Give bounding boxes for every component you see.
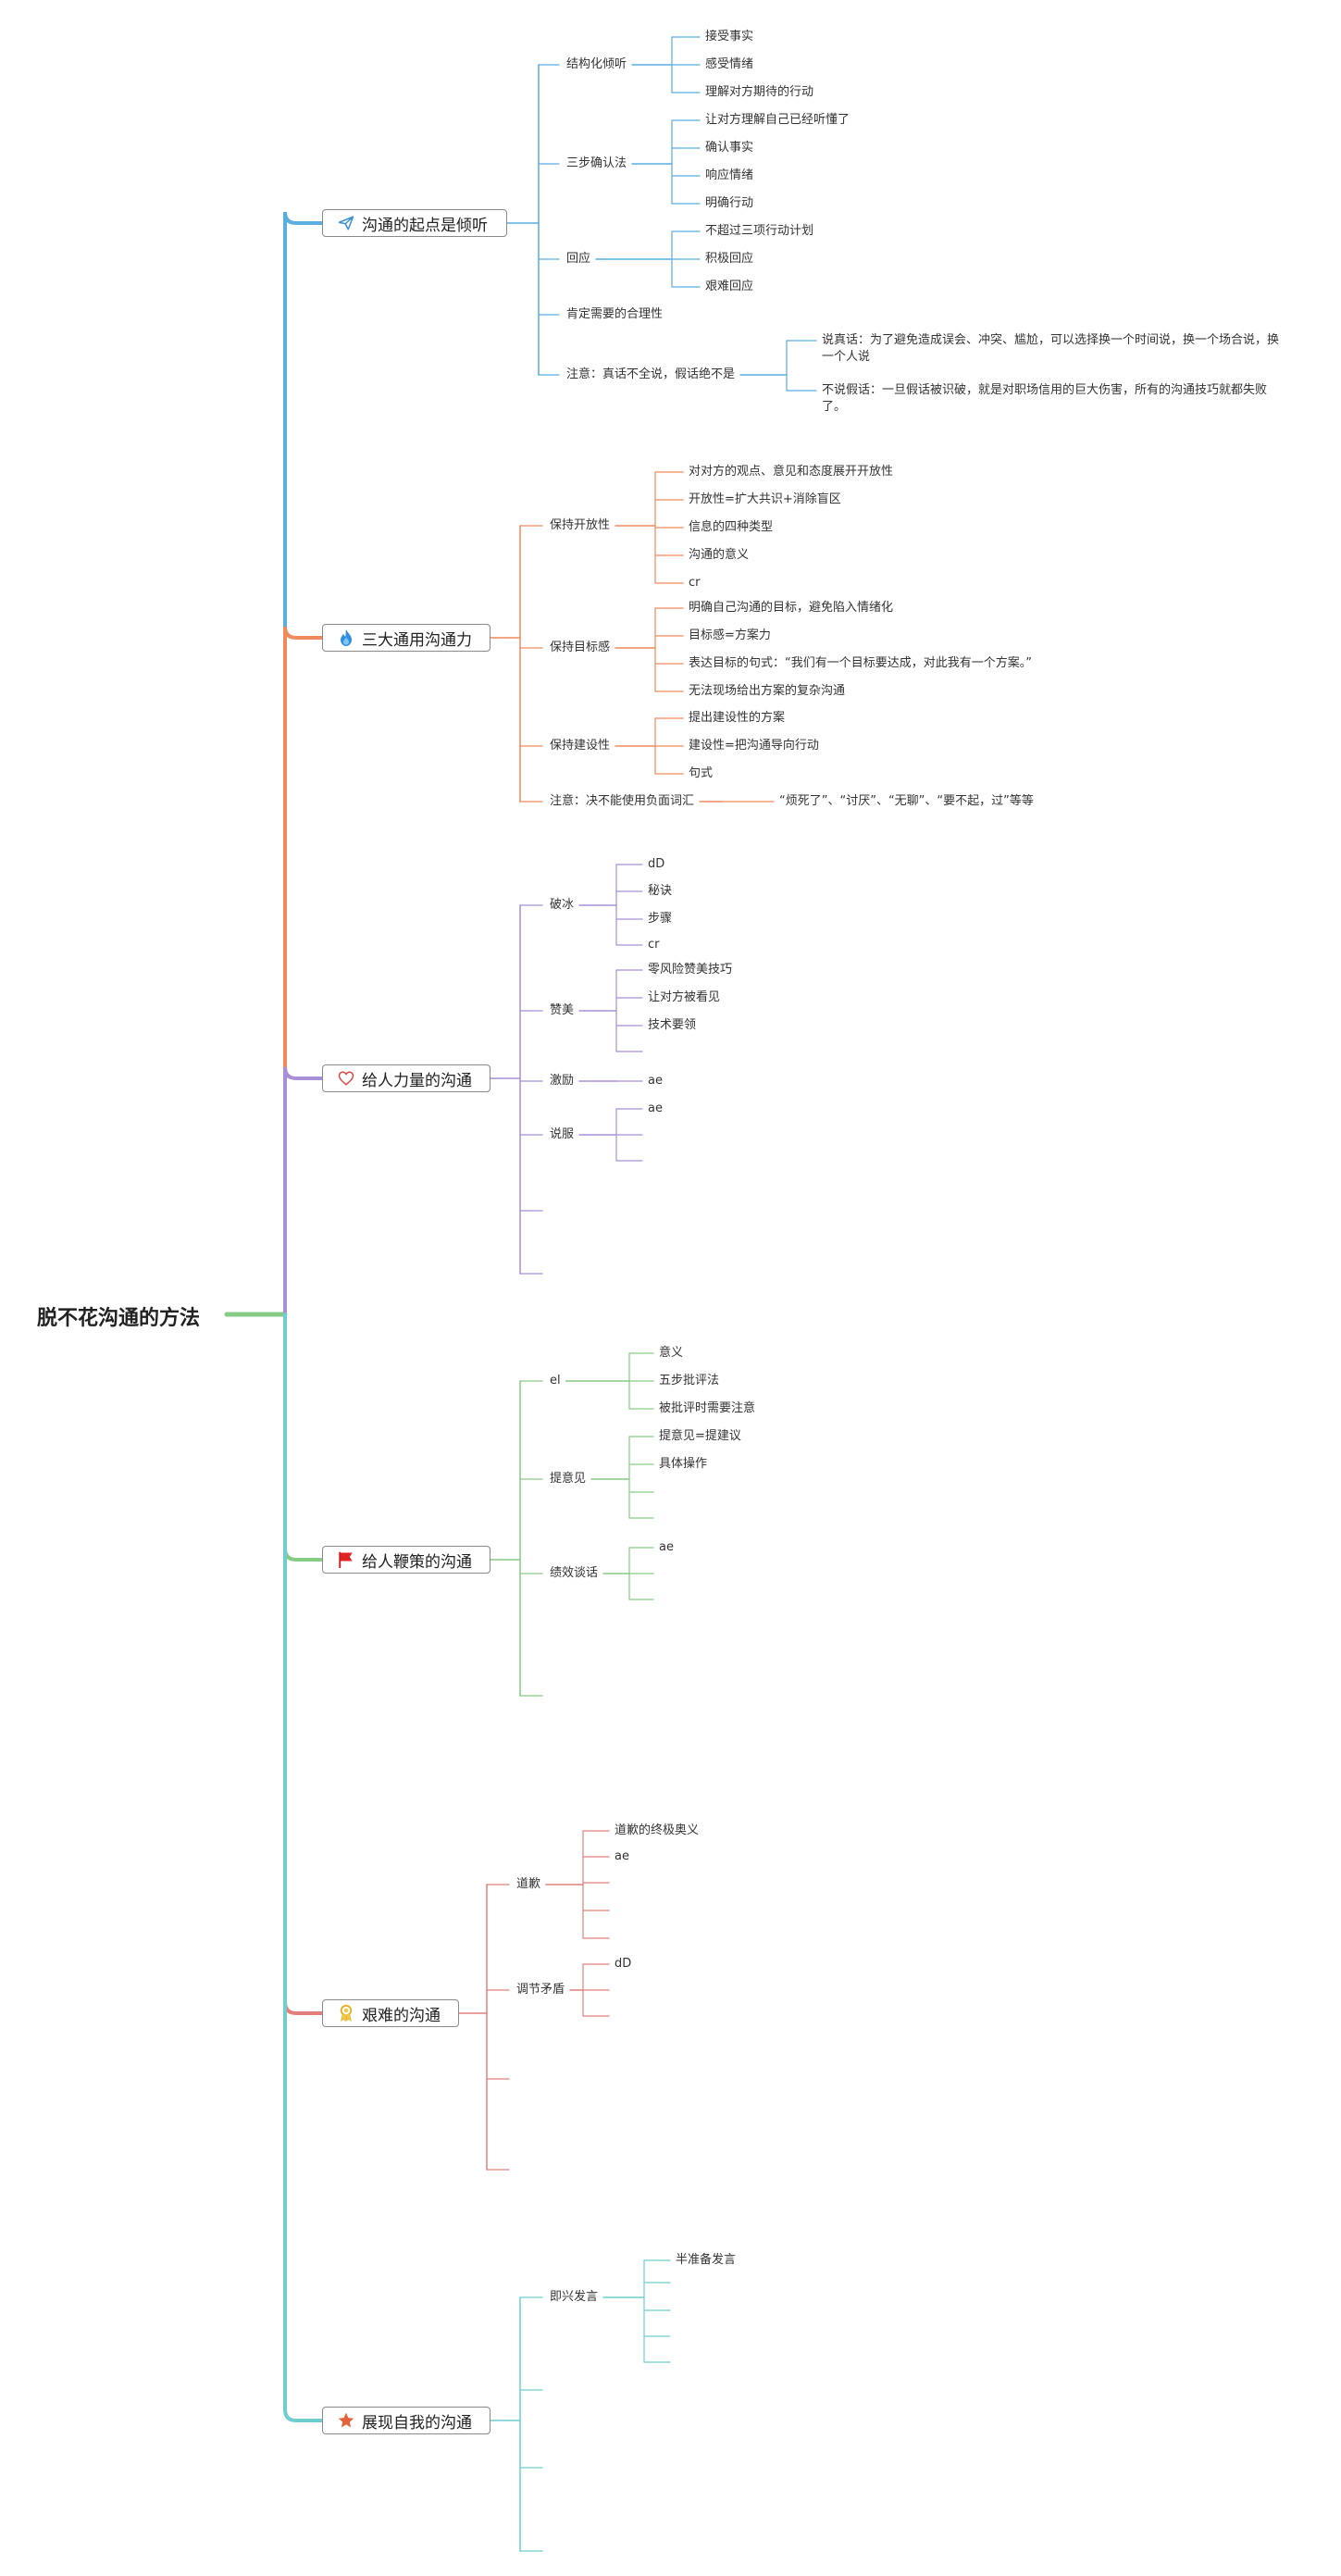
subtopic[interactable]: 激励 (550, 1074, 575, 1088)
subtopic[interactable]: 赞美 (550, 1003, 575, 1017)
leaf-topic[interactable]: 步骤 (648, 912, 673, 926)
connector-line (283, 211, 324, 1316)
leaf-topic[interactable]: “烦死了”、“讨厌”、“无聊”、“要不起，过”等等 (779, 794, 1034, 808)
main-topic-4[interactable]: 给人鞭策的沟通 (322, 1546, 490, 1574)
connector-line (283, 1313, 324, 2015)
connector-line (283, 1066, 324, 1316)
subtopic[interactable]: 绩效谈话 (550, 1566, 599, 1580)
subtopic[interactable]: el (550, 1374, 561, 1388)
subtopic[interactable]: 即兴发言 (550, 2290, 599, 2304)
leaf-topic[interactable]: ae (648, 1101, 663, 1115)
leaf-topic[interactable]: 接受事实 (705, 30, 754, 44)
main-topic-label: 给人鞭策的沟通 (362, 1552, 472, 1572)
leaf-topic[interactable]: dD (615, 1957, 632, 1971)
leaf-topic[interactable]: 艰难回应 (705, 280, 754, 293)
subtopic[interactable]: 结构化倾听 (566, 57, 627, 71)
leaf-topic[interactable]: 说真话：为了避免造成误会、冲突、尴尬，可以选择换一个时间说，换一个场合说，换一个… (822, 333, 1280, 364)
leaf-topic[interactable]: 五步批评法 (659, 1374, 720, 1388)
main-topic-5[interactable]: 艰难的沟通 (322, 1999, 459, 2027)
leaf-topic[interactable]: 明确行动 (705, 196, 754, 210)
subtopic[interactable]: 保持开放性 (550, 518, 611, 532)
leaf-topic[interactable]: 道歉的终极奥义 (615, 1823, 700, 1837)
leaf-topic[interactable]: 让对方理解自己已经听懂了 (705, 113, 851, 127)
subtopic[interactable]: 注意：真话不全说，假话绝不是 (566, 367, 736, 381)
leaf-topic[interactable]: 积极回应 (705, 252, 754, 266)
subtopic[interactable]: 提意见 (550, 1472, 587, 1486)
connector-line (283, 1313, 324, 1562)
award-icon (336, 2003, 356, 2023)
leaf-topic[interactable]: 意义 (659, 1346, 684, 1360)
leaf-topic[interactable]: 建设性=把沟通导向行动 (689, 739, 819, 753)
main-topic-3[interactable]: 给人力量的沟通 (322, 1064, 490, 1092)
subtopic[interactable]: 保持目标感 (550, 641, 611, 654)
subtopic[interactable]: 回应 (566, 252, 591, 266)
main-topic-label: 三大通用沟通力 (362, 630, 472, 650)
leaf-topic[interactable]: 明确自己沟通的目标，避免陷入情绪化 (689, 601, 894, 615)
root-topic[interactable]: 脱不花沟通的方法 (37, 1307, 201, 1330)
main-topic-2[interactable]: 三大通用沟通力 (322, 624, 490, 652)
leaf-topic[interactable]: 确认事实 (705, 141, 754, 155)
leaf-topic[interactable]: 理解对方期待的行动 (705, 85, 814, 99)
subtopic[interactable]: 三步确认法 (566, 156, 627, 170)
main-topic-label: 给人力量的沟通 (362, 1071, 472, 1090)
main-topic-label: 沟通的起点是倾听 (362, 216, 488, 235)
leaf-topic[interactable]: 具体操作 (659, 1457, 708, 1471)
leaf-topic[interactable]: 感受情绪 (705, 57, 754, 71)
leaf-topic[interactable]: ae (615, 1849, 629, 1863)
leaf-topic[interactable]: 信息的四种类型 (689, 520, 774, 534)
fire-icon (336, 628, 356, 648)
main-topic-1[interactable]: 沟通的起点是倾听 (322, 209, 507, 237)
subtopic[interactable]: 肯定需要的合理性 (566, 307, 664, 321)
leaf-topic[interactable]: 响应情绪 (705, 168, 754, 182)
subtopic[interactable]: 破冰 (550, 898, 575, 912)
paper-plane-icon (336, 213, 356, 233)
leaf-topic[interactable]: 开放性=扩大共识+消除盲区 (689, 492, 841, 506)
subtopic[interactable]: 保持建设性 (550, 739, 611, 753)
leaf-topic[interactable]: 无法现场给出方案的复杂沟通 (689, 684, 846, 698)
connector-line (283, 1313, 324, 2422)
leaf-topic[interactable]: cr (648, 938, 660, 952)
leaf-topic[interactable]: 表达目标的句式：“我们有一个目标要达成，对此我有一个方案。” (689, 656, 1032, 670)
leaf-topic[interactable]: ae (659, 1540, 674, 1554)
leaf-topic[interactable]: 对对方的观点、意见和态度展开开放性 (689, 465, 894, 479)
leaf-topic[interactable]: 沟通的意义 (689, 548, 750, 562)
subtopic[interactable]: 调节矛盾 (516, 1983, 565, 1997)
flag-icon (336, 1549, 356, 1570)
leaf-topic[interactable]: ae (648, 1074, 663, 1088)
subtopic[interactable]: 说服 (550, 1127, 575, 1141)
main-topic-label: 艰难的沟通 (362, 2006, 441, 2025)
connector-line (283, 626, 324, 1316)
star-icon (336, 2410, 356, 2431)
leaf-topic[interactable]: 提意见=提建议 (659, 1429, 741, 1443)
leaf-topic[interactable]: 不超过三项行动计划 (705, 224, 814, 238)
leaf-topic[interactable]: 零风险赞美技巧 (648, 963, 733, 977)
leaf-topic[interactable]: 让对方被看见 (648, 990, 721, 1004)
leaf-topic[interactable]: 秘诀 (648, 884, 673, 898)
leaf-topic[interactable]: 句式 (689, 766, 714, 780)
leaf-topic[interactable]: cr (689, 576, 701, 590)
leaf-topic[interactable]: 半准备发言 (676, 2253, 737, 2267)
subtopic[interactable]: 注意：决不能使用负面词汇 (550, 794, 695, 808)
main-topic-6[interactable]: 展现自我的沟通 (322, 2407, 490, 2434)
leaf-topic[interactable]: dD (648, 857, 665, 871)
leaf-topic[interactable]: 被批评时需要注意 (659, 1401, 756, 1415)
leaf-topic[interactable]: 不说假话：一旦假话被识破，就是对职场信用的巨大伤害，所有的沟通技巧就都失败了。 (822, 383, 1268, 414)
subtopic[interactable]: 道歉 (516, 1877, 541, 1891)
heart-icon (336, 1068, 356, 1089)
leaf-topic[interactable]: 技术要领 (648, 1018, 697, 1032)
main-topic-label: 展现自我的沟通 (362, 2413, 472, 2433)
leaf-topic[interactable]: 提出建设性的方案 (689, 711, 786, 725)
leaf-topic[interactable]: 目标感=方案力 (689, 628, 771, 642)
